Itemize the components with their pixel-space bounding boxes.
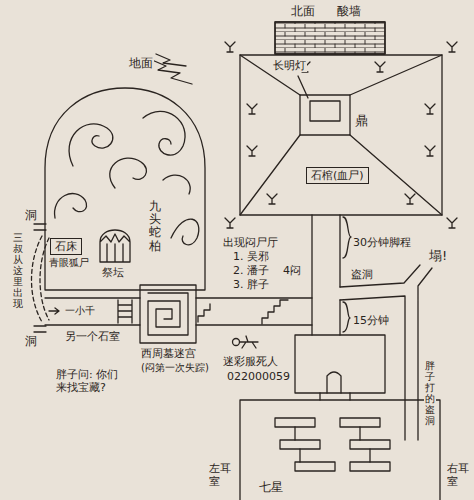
door: [320, 372, 350, 400]
north-wall: [275, 22, 385, 54]
person-label: 4闷: [282, 264, 302, 277]
node-text: 祭坛: [101, 266, 125, 279]
corridor: [196, 298, 312, 325]
altar-outline: [98, 222, 132, 262]
distance-label: 30分钟脚程: [352, 236, 412, 249]
node-text: 石棺(血尸): [311, 169, 364, 182]
ladder: [118, 300, 132, 323]
arrow: [49, 308, 59, 314]
bracket: [343, 217, 351, 258]
distance-label: 15分钟: [352, 314, 390, 327]
node-text: 青眼狐尸: [48, 257, 90, 269]
corridor: [312, 215, 340, 335]
node-text: 七星: [258, 480, 284, 494]
tunnel-label: 胖子打的盗洞: [424, 360, 436, 426]
maze-outline: [140, 285, 196, 343]
maze: 西周墓迷宫(闷第一次失踪): [140, 285, 196, 343]
node-text: 鼎: [354, 113, 369, 129]
node-text: 长明灯: [272, 59, 307, 72]
cave-label: 洞: [24, 334, 38, 348]
cave-mouth: [34, 224, 46, 332]
tunnel-label: 盗洞: [350, 268, 374, 281]
person-label: 1. 吴邪: [232, 250, 270, 263]
seven-star-room: 七星: [240, 400, 440, 500]
wall-label: 酸墙: [336, 4, 362, 18]
hall-label: 出现闷尸厅: [222, 236, 279, 249]
corridor: [45, 298, 140, 325]
coffin-box: 石棺(血尸): [306, 167, 369, 184]
main-chamber-outline: [240, 55, 442, 215]
altar: 祭坛: [98, 222, 132, 262]
robber-tunnel: [340, 265, 432, 440]
direction-label: 北面: [290, 4, 316, 18]
stairs: [262, 300, 288, 324]
side-chamber: [295, 335, 385, 393]
body-label: 迷彩服死人: [222, 355, 279, 368]
room-label: 左耳室: [208, 462, 232, 488]
collapse-label: 塌!: [428, 248, 448, 264]
person-label: 3. 胖子: [232, 278, 270, 291]
note-label: 三叔从这里出现: [12, 232, 24, 309]
person-label: 2. 潘子: [232, 264, 270, 277]
stairs: [198, 304, 210, 322]
node-text: 九头蛇柏: [148, 200, 162, 253]
ground-label: 地面: [128, 56, 154, 70]
stone-bed: 石床青眼狐尸: [50, 238, 82, 255]
node-text: 石床: [55, 240, 77, 253]
dead-body: [233, 336, 259, 348]
bracket: [343, 302, 350, 332]
note-label: 一小千: [64, 305, 96, 317]
room-label: 另一个石室: [64, 330, 121, 343]
number-label: 022000059: [226, 370, 291, 383]
dashed-route: [32, 236, 50, 322]
node-text: 西周墓迷宫: [140, 347, 197, 360]
tree-outline: 九头蛇柏石床青眼狐尸祭坛: [45, 88, 205, 290]
note-label: 胖子问: 你们来找宝藏?: [55, 368, 127, 394]
main-chamber: 长明灯鼎石棺(血尸): [240, 55, 442, 215]
room-label: 右耳室: [446, 462, 470, 488]
cave-label: 洞: [24, 208, 38, 222]
lamp-symbol: [225, 42, 457, 228]
node-text: (闷第一次失踪): [140, 362, 210, 374]
